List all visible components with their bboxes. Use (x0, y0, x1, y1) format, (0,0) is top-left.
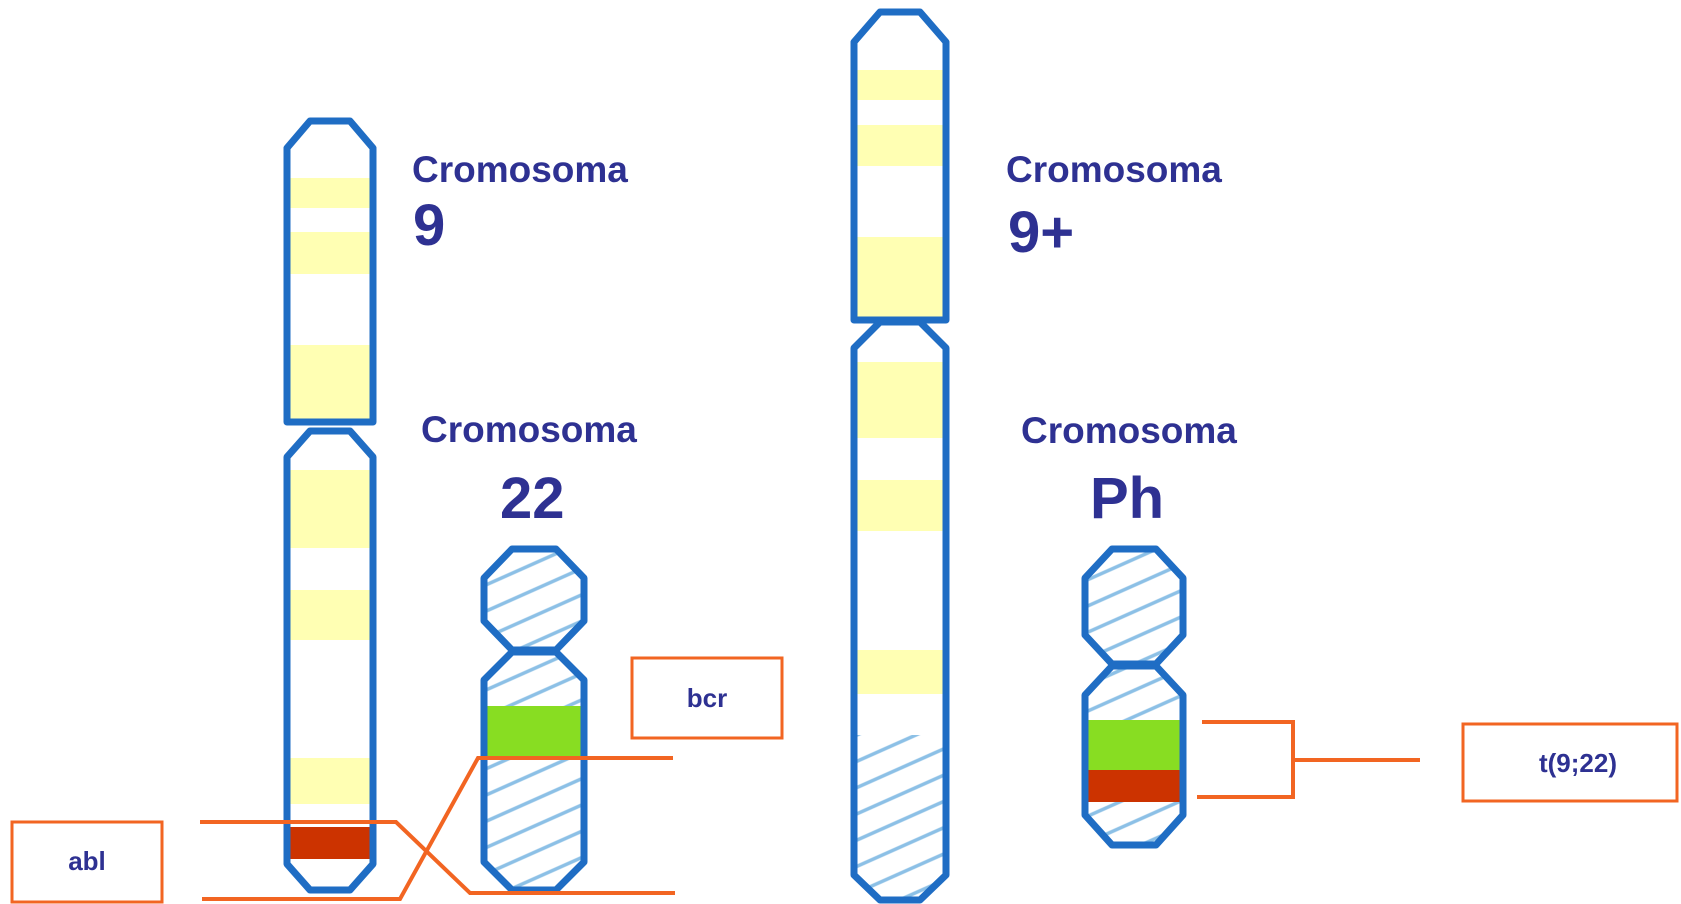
bcr-box: bcr (632, 658, 782, 738)
chromosome-9 (280, 121, 380, 890)
translocation-bracket (1197, 722, 1420, 797)
chromosome-band (280, 758, 380, 804)
label-chromosome-9-plus: Cromosoma 9+ (1006, 149, 1222, 265)
bcr-box-label: bcr (687, 683, 727, 713)
abl-gene-region (1080, 770, 1190, 802)
chromosome-9-plus (850, 12, 950, 904)
chromosome-band (280, 345, 380, 422)
bcr-gene-region (480, 706, 590, 756)
chromosome-band (850, 237, 950, 320)
chromosome-band (280, 470, 380, 548)
chromosome-9-plus-number: 9+ (1008, 200, 1074, 265)
translocated-22-segment (850, 735, 950, 904)
chromosome-9-plus-short-arm (850, 12, 950, 320)
chromosome-band (850, 650, 950, 694)
chromosome-band (850, 125, 950, 166)
chromosome-9-number: 9 (413, 193, 445, 258)
chromosome-22-title: Cromosoma (421, 409, 637, 450)
chromosome-band (850, 70, 950, 100)
chromosome-ph (1080, 549, 1190, 845)
label-chromosome-ph: Cromosoma Ph (1021, 410, 1237, 531)
abl-gene-region (280, 827, 380, 859)
chromosome-band (280, 590, 380, 640)
chromosome-22 (480, 549, 590, 890)
chromosome-band (280, 232, 380, 274)
chromosome-22-long-arm (480, 652, 590, 890)
translocation-box: t(9;22) (1463, 724, 1677, 801)
bcr-gene-region (1080, 720, 1190, 770)
chromosome-ph-long-arm (1080, 666, 1190, 845)
abl-box: abl (12, 822, 162, 902)
chromosome-ph-short-arm (1085, 549, 1183, 664)
chromosome-ph-title: Cromosoma (1021, 410, 1237, 451)
chromosome-band (850, 480, 950, 531)
label-chromosome-22: Cromosoma 22 (421, 409, 637, 531)
abl-connector-lines (200, 758, 675, 899)
chromosome-band (280, 178, 380, 208)
chromosome-band (850, 362, 950, 438)
chromosome-22-number: 22 (500, 466, 565, 531)
chromosome-22-short-arm (484, 549, 584, 650)
chromosome-9-plus-title: Cromosoma (1006, 149, 1222, 190)
label-chromosome-9: Cromosoma 9 (412, 149, 628, 258)
translocation-box-label: t(9;22) (1539, 748, 1617, 778)
chromosome-9-title: Cromosoma (412, 149, 628, 190)
chromosome-9-short-arm (280, 121, 380, 422)
chromosome-ph-name: Ph (1090, 466, 1164, 531)
abl-box-label: abl (68, 846, 106, 876)
chromosome-9-plus-long-arm (850, 322, 950, 904)
